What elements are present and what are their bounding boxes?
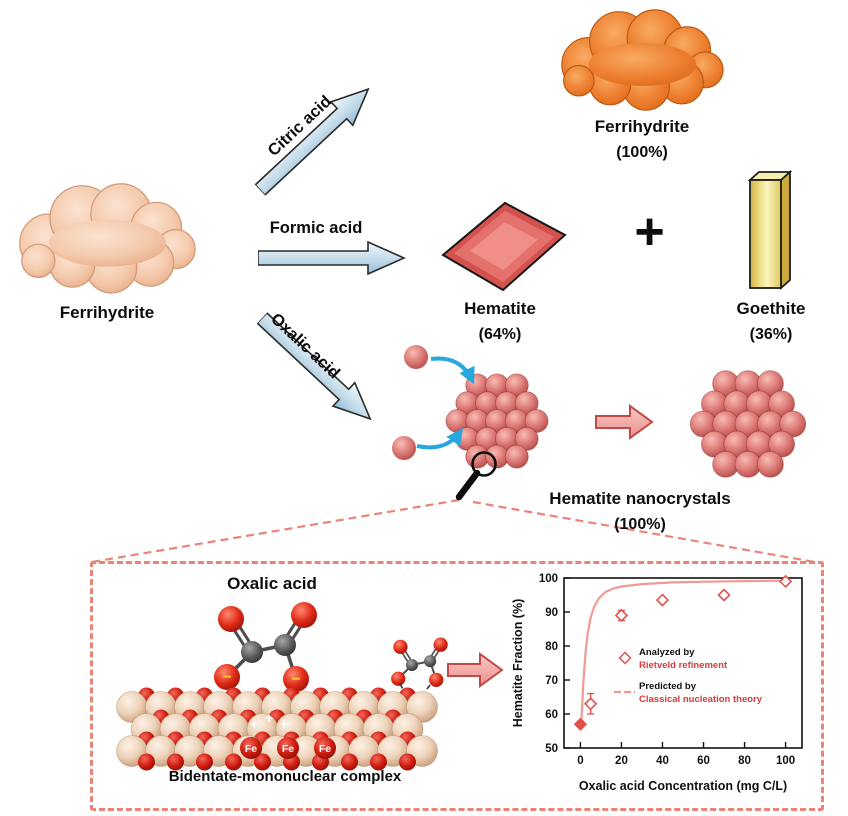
svg-text:40: 40 <box>656 755 669 767</box>
hematite-crystal-shape <box>441 201 567 292</box>
svg-text:Oxalic acid Concentration (mg: Oxalic acid Concentration (mg C/L) <box>579 779 787 793</box>
svg-text:Analyzed by: Analyzed by <box>639 647 695 658</box>
svg-text:20: 20 <box>615 755 628 767</box>
free-nanoparticle-top <box>404 345 428 369</box>
ferrihydrite-product-name: Ferrihydrite <box>594 117 690 136</box>
svg-text:100: 100 <box>776 755 795 767</box>
ferrihydrite-product-fraction: (100%) <box>616 144 668 161</box>
goethite-bar-shape <box>747 170 793 291</box>
oxalic-acid-label: Oxalic acid <box>267 309 344 383</box>
oxalic-acid-arrow <box>256 311 372 421</box>
oxalic-acid-molecule-title: Oxalic acid <box>227 574 317 593</box>
formic-acid-label: Formic acid <box>269 219 363 237</box>
svg-text:60: 60 <box>697 755 710 767</box>
svg-text:100: 100 <box>539 573 558 585</box>
hematite-nanocrystal-cluster-large <box>689 370 807 478</box>
hematite-nanocrystal-cluster-small <box>445 373 549 469</box>
svg-text:50: 50 <box>545 743 558 755</box>
svg-text:80: 80 <box>545 641 558 653</box>
svg-text:Hematite Fraction (%): Hematite Fraction (%) <box>511 599 525 728</box>
magnifier-callout-line-left <box>91 498 460 564</box>
nanocrystals-fraction: (100%) <box>614 516 666 533</box>
ferrihydrite-source-label: Ferrihydrite <box>59 303 155 322</box>
svg-text:Rietveld refinement: Rietveld refinement <box>639 660 728 671</box>
svg-text:60: 60 <box>545 709 558 721</box>
svg-text:80: 80 <box>738 755 751 767</box>
plus-sign: + <box>634 203 665 261</box>
free-nanoparticle-bottom <box>392 436 416 460</box>
svg-text:70: 70 <box>545 675 558 687</box>
attachment-arrow-top <box>430 356 475 385</box>
nanocrystals-name: Hematite nanocrystals <box>549 489 731 508</box>
hematite-product-name: Hematite <box>464 299 536 318</box>
ferrihydrite-product-cloud <box>561 9 724 111</box>
nanocrystal-growth-arrow <box>595 404 654 440</box>
svg-text:0: 0 <box>577 755 583 767</box>
goethite-product-name: Goethite <box>736 299 806 318</box>
svg-text:90: 90 <box>545 607 558 619</box>
magnifier-lens-icon <box>471 451 497 477</box>
surface-caption: Bidentate-mononuclear complex <box>168 768 402 785</box>
ferrihydrite-source-cloud <box>19 183 196 294</box>
svg-text:Predicted by: Predicted by <box>639 681 697 692</box>
magnifier-handle <box>455 469 481 501</box>
formic-acid-arrow <box>258 241 406 275</box>
attachment-arrow-bottom <box>416 427 463 450</box>
goethite-product-fraction: (36%) <box>749 326 793 343</box>
svg-text:Classical nucleation theory: Classical nucleation theory <box>639 694 763 705</box>
citric-acid-arrow <box>254 87 370 197</box>
hematite-product-fraction: (64%) <box>478 326 522 343</box>
